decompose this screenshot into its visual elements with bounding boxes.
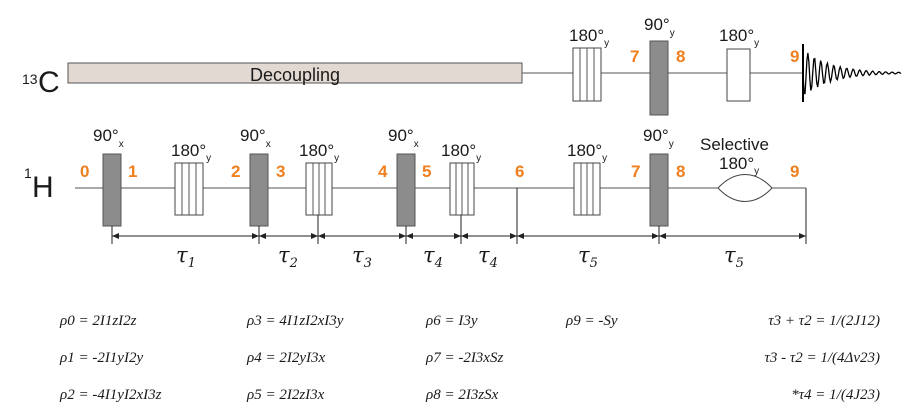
carbon-timepoint-7: 7 <box>630 47 639 66</box>
rho2-equation: ρ2 = -4I1yI2xI3z <box>59 387 162 403</box>
timepoint-1: 1 <box>128 162 137 181</box>
delay-label-tau4-first: τ4 <box>423 243 443 271</box>
proton-180y-label-2: 180°y <box>299 141 339 164</box>
delay-label-tau1: τ1 <box>176 243 196 271</box>
rho9-equation: ρ9 = -Sy <box>565 313 618 329</box>
delay-arrow <box>259 233 318 239</box>
carbon-90y-label: 90°y <box>644 15 675 39</box>
proton-90x-label-2: 90°x <box>240 126 271 150</box>
selective-shaped-pulse <box>717 174 773 202</box>
delay-arrow <box>659 233 806 239</box>
proton-channel-label: H <box>32 171 54 204</box>
relation-tau3-plus-tau2: τ3 + τ2 = 1/(2J12) <box>768 313 880 329</box>
relation-tau4: *τ4 = 1/(4J23) <box>791 387 880 403</box>
relation-tau3-minus-tau2: τ3 - τ2 = 1/(4Δν23) <box>765 350 880 366</box>
proton-180y-composite-pulse-1 <box>174 162 204 216</box>
rho8-equation: ρ8 = 2I3zSx <box>425 387 499 403</box>
proton-90x-label-1: 90°x <box>93 126 124 150</box>
carbon-90y-pulse <box>649 40 669 116</box>
proton-180y-composite-pulse-3 <box>449 162 475 216</box>
density-operators: ρ0 = 2I1zI2z ρ1 = -2I1yI2y ρ2 = -4I1yI2x… <box>59 313 618 403</box>
proton-180y-composite-pulse-4 <box>573 162 601 216</box>
proton-90y-label: 90°y <box>643 126 674 150</box>
delay-labels: τ1 τ2 τ3 τ4 τ4 τ5 τ5 <box>176 243 744 271</box>
rho3-equation: ρ3 = 4I1zI2xI3y <box>246 313 344 329</box>
rho4-equation: ρ4 = 2I2yI3x <box>246 350 325 366</box>
carbon-180y-label: 180°y <box>569 26 609 49</box>
delay-label-tau2: τ2 <box>278 243 298 271</box>
proton-90x-label-3: 90°x <box>388 126 419 150</box>
carbon-timepoint-8: 8 <box>676 47 685 66</box>
carbon-mass-number: 13 <box>22 71 38 87</box>
selective-180y-label: 180°y <box>719 154 759 177</box>
rho1-equation: ρ1 = -2I1yI2y <box>59 350 143 366</box>
timepoint-2: 2 <box>231 162 240 181</box>
delay-arrow <box>406 233 461 239</box>
timepoint-8: 8 <box>676 162 685 181</box>
proton-90y-pulse <box>649 153 669 227</box>
proton-90x-pulse-1 <box>102 153 122 227</box>
proton-mass-number: 1 <box>24 165 32 181</box>
selective-label: Selective <box>700 135 769 154</box>
delay-label-tau4-second: τ4 <box>478 243 498 271</box>
timepoint-0: 0 <box>80 162 89 181</box>
decoupling-label: Decoupling <box>250 65 340 85</box>
carbon-180y-second-label: 180°y <box>719 26 759 49</box>
proton-180y-label-3: 180°y <box>441 141 481 164</box>
carbon-180y-composite-pulse <box>572 47 602 102</box>
rho7-equation: ρ7 = -2I3xSz <box>425 350 503 366</box>
delay-arrow <box>517 233 659 239</box>
timepoint-5: 5 <box>422 162 431 181</box>
proton-180y-label-1: 180°y <box>171 141 211 164</box>
rho6-equation: ρ6 = I3y <box>425 313 478 329</box>
delay-label-tau5-first: τ5 <box>578 243 598 271</box>
delay-arrow <box>112 233 259 239</box>
fid-signal <box>802 52 902 95</box>
delay-label-tau5-second: τ5 <box>724 243 744 271</box>
timepoint-7: 7 <box>631 162 640 181</box>
rho0-equation: ρ0 = 2I1zI2z <box>59 313 137 329</box>
carbon-180y-pulse <box>726 48 751 102</box>
proton-channel: 1 H 90°x 90°x 90°x 90°y 180°y 180°y <box>24 126 806 227</box>
rho5-equation: ρ5 = 2I2zI3x <box>246 387 325 403</box>
proton-90x-pulse-3 <box>396 153 416 227</box>
timepoint-4: 4 <box>378 162 388 181</box>
delay-arrow <box>461 233 517 239</box>
delay-label-tau3: τ3 <box>352 243 372 271</box>
carbon-channel-label: C <box>38 66 60 99</box>
timepoint-9: 9 <box>790 162 799 181</box>
delay-arrow <box>318 233 406 239</box>
carbon-channel: 13 C Decoupling 180°y 90°y 180°y 7 8 9 <box>22 15 902 116</box>
proton-180y-label-4: 180°y <box>567 141 607 164</box>
timepoint-6: 6 <box>515 162 524 181</box>
proton-90x-pulse-2 <box>249 153 269 227</box>
delay-relations: τ3 + τ2 = 1/(2J12) τ3 - τ2 = 1/(4Δν23) *… <box>765 313 880 403</box>
delay-arrows <box>111 188 807 244</box>
timepoint-3: 3 <box>276 162 285 181</box>
proton-180y-composite-pulse-2 <box>305 162 333 216</box>
carbon-timepoint-9: 9 <box>790 47 799 66</box>
